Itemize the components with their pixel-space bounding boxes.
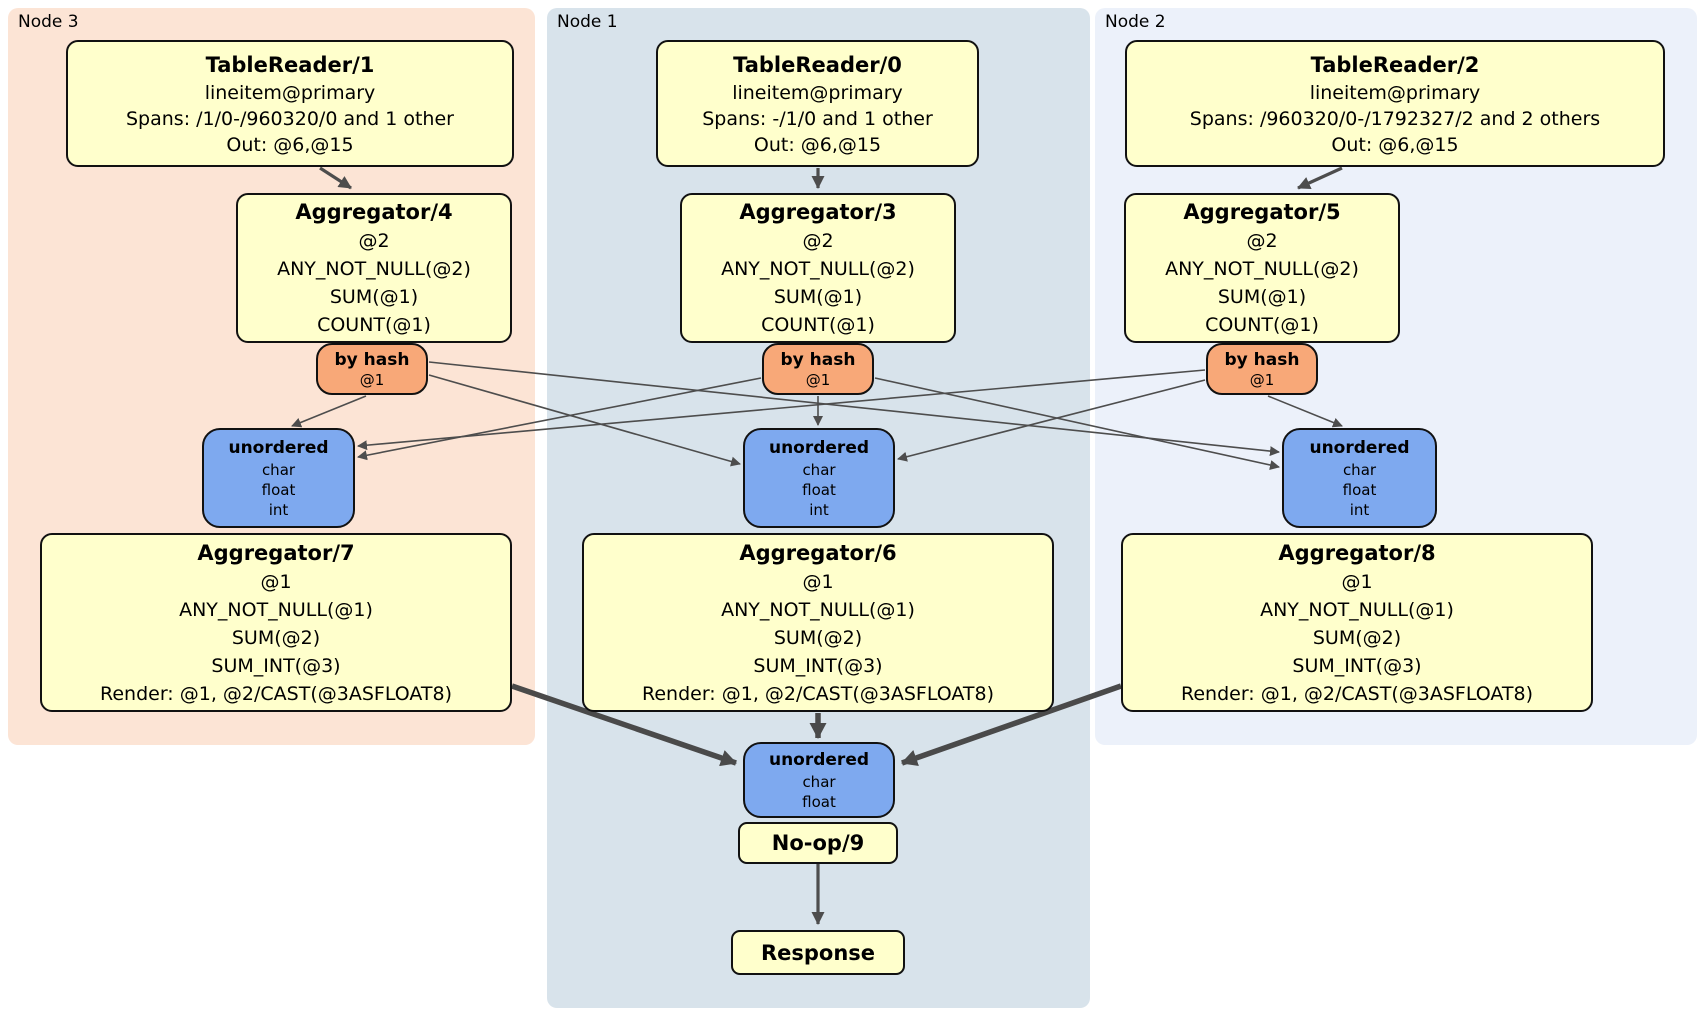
aggregator-7-box: Aggregator/7 @1 ANY_NOT_NULL(@1) SUM(@2)… <box>40 533 512 712</box>
tablereader-2-spans: Spans: /960320/0-/1792327/2 and 2 others <box>1189 107 1601 130</box>
aggregator-8-box: Aggregator/8 @1 ANY_NOT_NULL(@1) SUM(@2)… <box>1121 533 1593 712</box>
tablereader-0-out: Out: @6,@15 <box>753 133 882 156</box>
aggregator-3-box: Aggregator/3 @2 ANY_NOT_NULL(@2) SUM(@1)… <box>680 193 956 343</box>
aggregator-3-title: Aggregator/3 <box>739 200 897 224</box>
tablereader-0-box: TableReader/0 lineitem@primary Spans: -/… <box>656 40 979 167</box>
hash-router-node2: by hash @1 <box>1206 343 1318 395</box>
aggregator-6-box: Aggregator/6 @1 ANY_NOT_NULL(@1) SUM(@2)… <box>582 533 1054 712</box>
tablereader-1-box: TableReader/1 lineitem@primary Spans: /1… <box>66 40 514 167</box>
unordered-sync-node1: unordered char float int <box>743 428 895 528</box>
aggregator-7-title: Aggregator/7 <box>197 540 355 565</box>
final-unordered-sync: unordered char float <box>743 742 895 818</box>
tablereader-2-out: Out: @6,@15 <box>1331 133 1459 156</box>
hash-router-node3: by hash @1 <box>316 343 428 395</box>
tablereader-2-box: TableReader/2 lineitem@primary Spans: /9… <box>1125 40 1665 167</box>
tablereader-0-title: TableReader/0 <box>733 52 902 77</box>
tablereader-2-index: lineitem@primary <box>1309 81 1481 104</box>
tablereader-0-spans: Spans: -/1/0 and 1 other <box>702 107 933 130</box>
response-box: Response <box>731 930 905 975</box>
aggregator-6-title: Aggregator/6 <box>739 540 897 565</box>
tablereader-1-out: Out: @6,@15 <box>226 133 354 156</box>
unordered-sync-node3: unordered char float int <box>202 428 355 528</box>
tablereader-1-index: lineitem@primary <box>204 81 376 104</box>
aggregator-8-title: Aggregator/8 <box>1278 540 1436 565</box>
aggregator-5-title: Aggregator/5 <box>1183 200 1341 224</box>
tablereader-2-title: TableReader/2 <box>1310 52 1480 77</box>
node3-label: Node 3 <box>18 12 79 32</box>
tablereader-1-title: TableReader/1 <box>205 52 375 77</box>
noop-9-box: No-op/9 <box>738 822 898 864</box>
node1-label: Node 1 <box>557 12 618 32</box>
node2-label: Node 2 <box>1105 12 1166 32</box>
aggregator-4-box: Aggregator/4 @2 ANY_NOT_NULL(@2) SUM(@1)… <box>236 193 512 343</box>
hash-router-node1: by hash @1 <box>762 343 874 395</box>
unordered-sync-node2: unordered char float int <box>1282 428 1437 528</box>
aggregator-4-title: Aggregator/4 <box>295 200 453 224</box>
aggregator-5-box: Aggregator/5 @2 ANY_NOT_NULL(@2) SUM(@1)… <box>1124 193 1400 343</box>
tablereader-1-spans: Spans: /1/0-/960320/0 and 1 other <box>126 107 454 130</box>
tablereader-0-index: lineitem@primary <box>732 81 903 104</box>
